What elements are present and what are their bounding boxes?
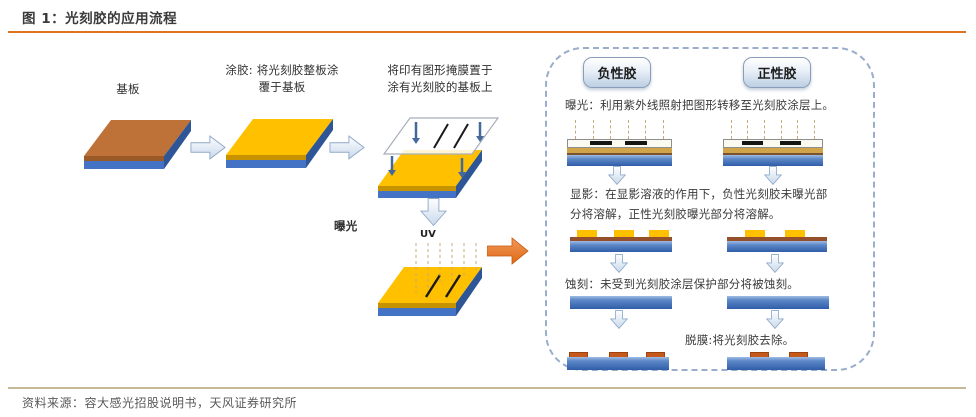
mask-pin-icons bbox=[390, 122, 482, 172]
resist-layer bbox=[567, 148, 672, 155]
substrate-layer bbox=[727, 241, 827, 252]
uv-ray-icons bbox=[567, 120, 672, 139]
flow-arrow-down-icon bbox=[420, 198, 447, 227]
pattern-features bbox=[567, 352, 669, 357]
exposure-step-label: 曝光 bbox=[334, 219, 358, 233]
film-layer bbox=[727, 237, 827, 241]
negative-etched-wafer bbox=[570, 296, 672, 309]
substrate-layer bbox=[567, 155, 672, 166]
resist-pattern bbox=[570, 230, 672, 237]
negative-final-wafer bbox=[567, 352, 669, 370]
step-arrow-down-icon bbox=[609, 254, 629, 273]
uv-label: UV bbox=[420, 229, 436, 240]
substrate-layer bbox=[723, 155, 823, 166]
mask-layer bbox=[567, 139, 672, 148]
step-arrow-down-icon bbox=[765, 254, 785, 273]
substrate-slab-illustration bbox=[84, 120, 191, 169]
flow-arrow-right-2-icon bbox=[329, 135, 365, 160]
strip-description: 脱膜:将光刻胶去除。 bbox=[685, 333, 795, 347]
mask-step-label: 将印有图形掩膜置于涂有光刻胶的基板上 bbox=[387, 63, 493, 94]
step-arrow-down-icon bbox=[765, 310, 785, 329]
substrate-layer bbox=[567, 357, 669, 370]
coating-step-label: 涂胶: 将光刻胶整板涂覆于基板 bbox=[225, 63, 339, 94]
positive-etched-wafer bbox=[727, 296, 829, 309]
source-note: 资料来源：容大感光招股说明书，天风证券研究所 bbox=[22, 396, 298, 410]
exposure-description: 曝光：利用紫外线照射把图形转移至光刻胶涂层上。 bbox=[565, 98, 835, 112]
negative-exposure-wafer bbox=[567, 120, 672, 166]
positive-resist-badge: 正性胶 bbox=[743, 57, 811, 88]
uv-ray-icons bbox=[723, 120, 823, 139]
title-accent-rule bbox=[8, 31, 966, 33]
substrate-layer bbox=[727, 357, 825, 370]
negative-developed-wafer bbox=[570, 230, 672, 252]
positive-exposure-wafer bbox=[723, 120, 823, 166]
resist-comparison-panel: 负性胶 正性胶 曝光：利用紫外线照射把图形转移至光刻胶涂层上。 显影：在显影溶液… bbox=[545, 47, 875, 371]
flow-arrow-orange-icon bbox=[487, 237, 529, 265]
resist-layer bbox=[723, 148, 823, 155]
mask-over-slab-illustration bbox=[378, 117, 500, 198]
resist-pattern bbox=[727, 230, 827, 237]
footer-rule bbox=[8, 387, 966, 389]
uv-exposure-slab-illustration bbox=[378, 243, 482, 316]
uv-ray-icons bbox=[415, 243, 477, 293]
positive-developed-wafer bbox=[727, 230, 827, 252]
step-arrow-down-icon bbox=[763, 166, 783, 185]
develop-description: 显影：在显影溶液的作用下，负性光刻胶未曝光部分将溶解，正性光刻胶曝光部分将溶解。 bbox=[570, 187, 828, 221]
negative-resist-badge: 负性胶 bbox=[583, 57, 651, 88]
film-layer bbox=[570, 237, 672, 241]
step-arrow-down-icon bbox=[607, 166, 627, 185]
substrate-label: 基板 bbox=[116, 82, 140, 96]
pattern-features bbox=[727, 352, 825, 357]
step-arrow-down-icon bbox=[609, 310, 629, 329]
positive-final-wafer bbox=[727, 352, 825, 370]
coated-slab-illustration bbox=[226, 119, 333, 168]
substrate-layer bbox=[570, 241, 672, 252]
figure-title: 图 1：光刻胶的应用流程 bbox=[22, 11, 178, 27]
mask-layer bbox=[723, 139, 823, 148]
flow-arrow-right-1-icon bbox=[190, 135, 226, 160]
etch-description: 蚀刻：未受到光刻胶涂层保护部分将被蚀刻。 bbox=[565, 277, 799, 291]
